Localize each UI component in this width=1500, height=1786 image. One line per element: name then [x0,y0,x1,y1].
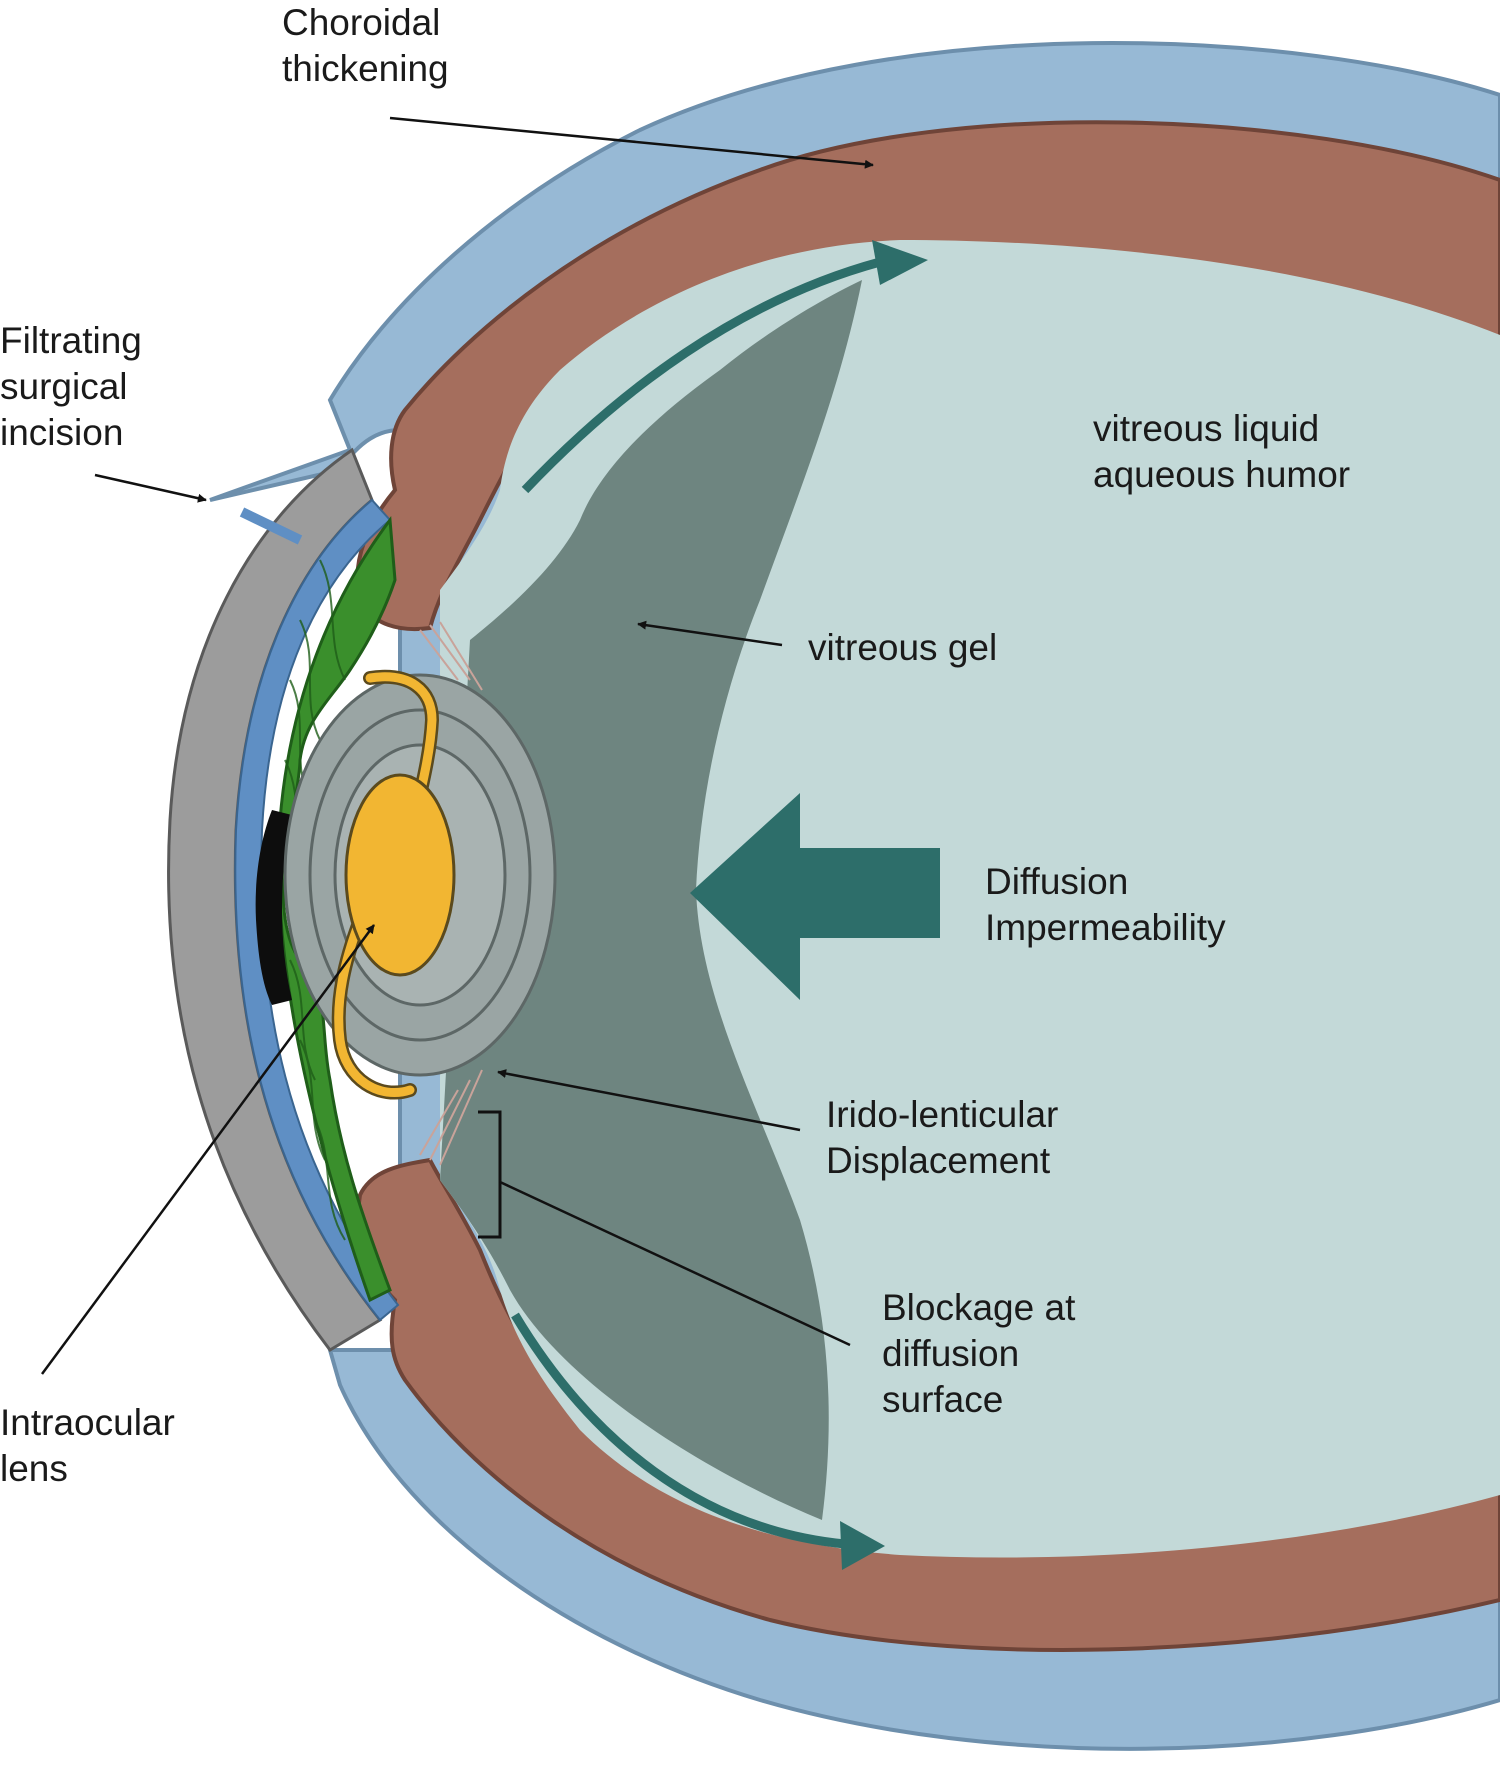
label-vitreous-gel: vitreous gel [808,627,998,668]
label-irido-lenticular: Irido-lenticular Displacement [826,1094,1059,1181]
label-choroidal-thickening: Choroidal thickening [282,2,449,89]
iol-optic [344,773,456,977]
label-intraocular-lens: Intraocular lens [0,1402,175,1489]
label-vitreous-liquid: vitreous liquid aqueous humor [1093,408,1351,495]
leader-choroidal [389,116,874,169]
leader-lines [40,116,874,1375]
leader-blockage [499,1180,851,1347]
pupil [255,810,292,1005]
label-diffusion-impermeability: Diffusion Impermeability [985,861,1226,948]
leader-incision [94,473,207,503]
diffusion-arrow [690,793,940,1000]
vitreous-gel-region [440,280,862,1520]
lens-ring-1 [308,708,532,1042]
label-filtrating-incision: Filtrating surgical incision [0,320,142,453]
zonule-fibers [419,621,483,1166]
flow-arrow-top-head [872,240,928,285]
flow-arrow-top [521,257,882,494]
cornea-inner [234,498,400,1322]
flow-arrow-bottom [511,1312,846,1549]
leader-irido [497,1069,801,1132]
label-blockage: Blockage at diffusion surface [882,1287,1076,1420]
flow-arrow-bottom-head [840,1521,885,1570]
leader-iol [40,924,376,1375]
leader-vitreous-gel [637,620,783,647]
blockage-bracket [478,1110,502,1239]
iol-haptic-bottom-fill [334,915,415,1098]
incision-line [239,507,303,545]
